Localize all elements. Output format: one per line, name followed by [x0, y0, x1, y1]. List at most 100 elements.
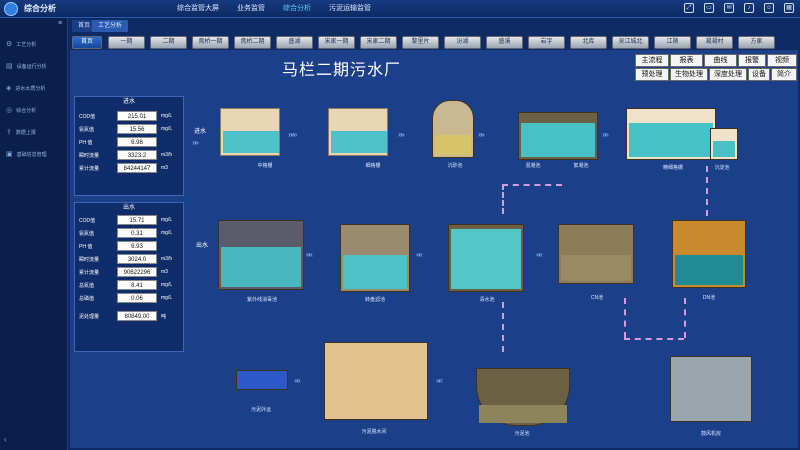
- switch-advanced[interactable]: 深度处理: [709, 68, 747, 81]
- grit-chamber-unit[interactable]: [432, 100, 474, 158]
- switch-pretreatment[interactable]: 预处理: [635, 68, 669, 81]
- cn-tank-unit[interactable]: [558, 224, 634, 284]
- sludge-truck-unit[interactable]: [236, 370, 288, 390]
- influent-title: 进水: [122, 99, 135, 105]
- tab-process-analysis[interactable]: 工艺分析: [92, 20, 129, 32]
- bell-icon[interactable]: ♪: [744, 3, 754, 13]
- plant-button[interactable]: 北库: [570, 36, 607, 49]
- grit-chamber-label: 沉砂池: [447, 163, 463, 169]
- sludge-truck-label: 污泥外运: [250, 407, 271, 413]
- tab-home[interactable]: 首页: [72, 20, 97, 32]
- flow-arrow: »»»: [288, 130, 297, 139]
- nav-dashboard[interactable]: 综合监管大屏: [177, 5, 219, 12]
- plant-button[interactable]: 岩字: [528, 36, 565, 49]
- plant-button[interactable]: 一期: [108, 36, 145, 49]
- nav-business[interactable]: 业务监管: [237, 5, 265, 12]
- flow-arrow: ««: [416, 250, 423, 259]
- switch-intro[interactable]: 简介: [771, 68, 797, 81]
- flow-arrow: »»: [602, 130, 609, 139]
- sidebar-item-baseinfo[interactable]: ▣基础信息管理: [6, 151, 47, 158]
- plant-button[interactable]: 宋家二期: [360, 36, 397, 49]
- sidebar-item-report[interactable]: ⇪数据上报: [6, 129, 36, 136]
- grid-icon[interactable]: ▦: [784, 3, 794, 13]
- plant-button[interactable]: 宋家一期: [318, 36, 355, 49]
- analysis-icon: ◎: [6, 107, 13, 114]
- plant-button[interactable]: 凝凝村: [696, 36, 733, 49]
- fullscreen-icon[interactable]: ⤢: [684, 3, 694, 13]
- recirculation-line: [624, 338, 684, 340]
- switch-video[interactable]: 视频: [767, 54, 797, 67]
- plant-title: 马栏二期污水厂: [282, 62, 402, 79]
- clear-water-tank-unit[interactable]: [448, 224, 524, 292]
- fine-screen2-unit[interactable]: [626, 108, 716, 160]
- sidebar-item-influent[interactable]: ◈进水水质分析: [6, 85, 46, 92]
- chart-icon: ▤: [6, 63, 13, 70]
- settings-icon: ⚙: [6, 41, 13, 48]
- coarse-screen-unit[interactable]: [220, 108, 280, 156]
- sedimentation-unit[interactable]: [710, 128, 738, 160]
- user-icon[interactable]: ☺: [764, 3, 774, 13]
- plant-button[interactable]: 江陵: [654, 36, 691, 49]
- switch-equipment[interactable]: 设备: [748, 68, 770, 81]
- uv-disinfection-unit[interactable]: [218, 220, 304, 290]
- nav-sludge-transport[interactable]: 污泥运输监管: [329, 5, 371, 12]
- plant-button[interactable]: 吴江城北: [612, 36, 649, 49]
- outflow-label: 出水: [196, 243, 209, 249]
- coagulation-tank-unit[interactable]: [518, 112, 598, 160]
- sedimentation-label: 沉淀池: [714, 165, 730, 171]
- switch-alarm[interactable]: 报警: [738, 54, 766, 67]
- plant-button[interactable]: 二期: [150, 36, 187, 49]
- plant-button[interactable]: 盛湖: [276, 36, 313, 49]
- dewatering-house-label: 污泥脱水间: [361, 429, 387, 435]
- nav-analysis[interactable]: 综合分析: [283, 5, 311, 12]
- plant-button[interactable]: 汾湖: [444, 36, 481, 49]
- switch-curve[interactable]: 曲线: [704, 54, 737, 67]
- recirculation-line: [502, 302, 504, 352]
- monitor-icon[interactable]: ▭: [704, 3, 714, 13]
- cn-tank-label: CN池: [590, 295, 604, 301]
- sidebar-item-overall[interactable]: ◎综合分析: [6, 107, 37, 114]
- dn-tank-unit[interactable]: [672, 220, 746, 288]
- sludge-tank-unit[interactable]: [476, 368, 570, 426]
- sidebar-item-process[interactable]: ⚙工艺分析: [6, 41, 37, 48]
- plant-button[interactable]: 方家: [738, 36, 775, 49]
- blower-room-unit[interactable]: [670, 356, 752, 422]
- plant-button[interactable]: 黎里片: [402, 36, 439, 49]
- message-icon[interactable]: ✉: [724, 3, 734, 13]
- disc-filter-label: 转盘滤池: [364, 297, 385, 303]
- switch-report[interactable]: 报表: [670, 54, 703, 67]
- disc-filter-unit[interactable]: [340, 224, 410, 292]
- flow-arrow: ««: [436, 376, 443, 385]
- plant-button[interactable]: 盛溪: [486, 36, 523, 49]
- blower-room-label: 鼓风机房: [700, 431, 721, 437]
- plant-button-home[interactable]: 首页: [72, 36, 102, 49]
- sidebar-item-equipment[interactable]: ▤设备运行分析: [6, 63, 47, 70]
- app-logo-icon: [4, 2, 18, 16]
- recirculation-line: [706, 166, 708, 216]
- switch-biological[interactable]: 生物处理: [670, 68, 708, 81]
- inflow-label: 进水: [194, 129, 207, 135]
- flow-arrow: »»: [398, 130, 405, 139]
- plant-button[interactable]: 斋桥二期: [234, 36, 271, 49]
- effluent-title: 出水: [122, 205, 135, 211]
- switch-main-flow[interactable]: 主流程: [635, 54, 669, 67]
- collapse-arrow-icon[interactable]: ‹: [4, 435, 7, 444]
- fine-screen-label: 细格栅: [365, 163, 381, 169]
- fine-screen-unit[interactable]: [328, 108, 388, 156]
- dewatering-house-unit[interactable]: [324, 342, 428, 420]
- sidebar: ≡ ⚙工艺分析 ▤设备运行分析 ◈进水水质分析 ◎综合分析 ⇪数据上报 ▣基础信…: [0, 18, 68, 450]
- flow-arrow: »»: [192, 138, 199, 147]
- plant-nav: 首页 一期 二期 斋桥一期 斋桥二期 盛湖 宋家一期 宋家二期 黎里片 汾湖 盛…: [70, 36, 798, 50]
- plant-button[interactable]: 斋桥一期: [192, 36, 229, 49]
- water-icon: ◈: [6, 85, 12, 92]
- menu-toggle-icon[interactable]: ≡: [58, 20, 63, 27]
